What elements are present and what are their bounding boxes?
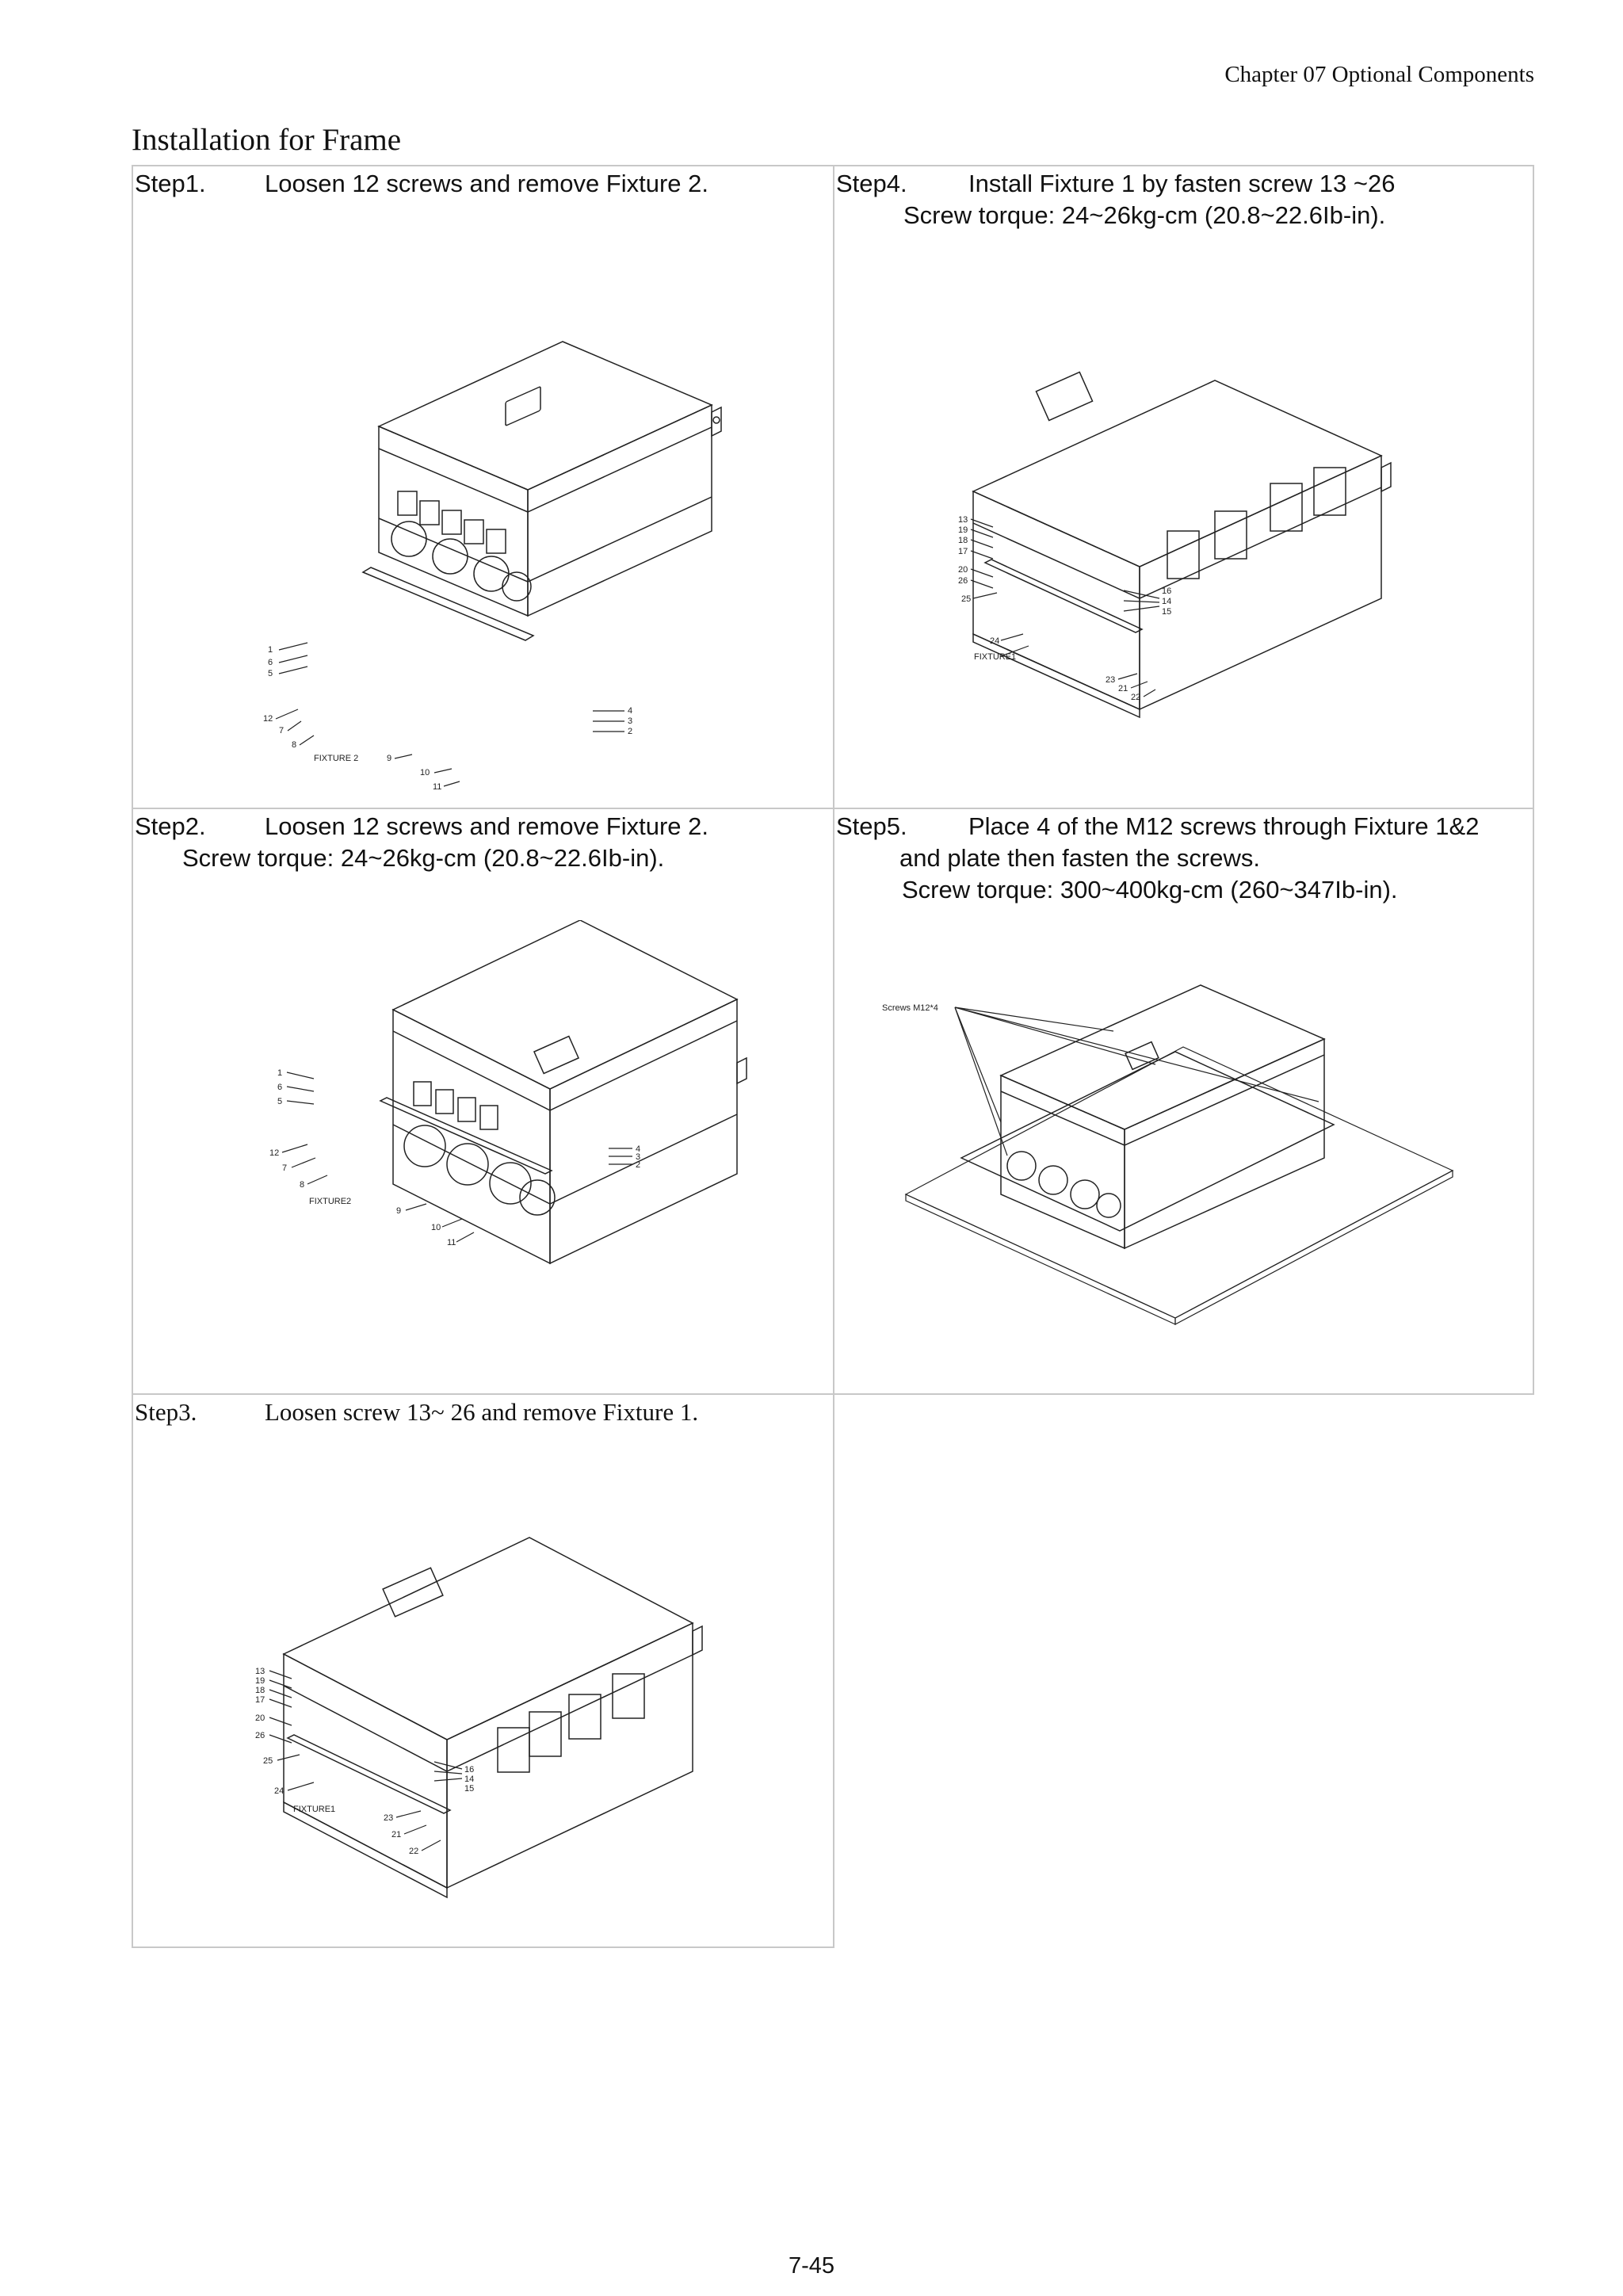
callout-label: 22 (1131, 693, 1140, 702)
step5-number: Step5. (836, 812, 907, 840)
callout-label: 8 (300, 1180, 304, 1190)
fixture-label: FIXTURE2 (309, 1197, 351, 1206)
callout-label: 15 (1162, 607, 1171, 617)
callout-label: 9 (387, 754, 391, 763)
callout-label: 12 (263, 714, 273, 724)
callout-label: 16 (464, 1765, 474, 1775)
step1-cell: Step1. Loosen 12 screws and remove Fixtu… (132, 165, 834, 809)
callout-label: 7 (282, 1163, 287, 1173)
callout-label: 14 (1162, 597, 1171, 606)
fixture-label: FIXTURE1 (974, 652, 1016, 662)
callout-label: 12 (269, 1148, 279, 1158)
callout-label: 18 (255, 1686, 265, 1695)
callout-label: 1 (277, 1068, 282, 1078)
step4-cell: Step4. Install Fixture 1 by fasten screw… (833, 165, 1534, 809)
step5-instruction-cont: and plate then fasten the screws. (899, 844, 1260, 872)
step3-cell: Step3. Loosen screw 13~ 26 and remove Fi… (132, 1393, 834, 1948)
callout-label: 19 (958, 525, 968, 535)
callout-label: 17 (255, 1695, 265, 1705)
fixture-label: FIXTURE1 (293, 1805, 335, 1814)
callout-label: 4 (636, 1144, 640, 1154)
step5-cell: Step5. Place 4 of the M12 screws through… (833, 808, 1534, 1395)
callout-label: 6 (268, 658, 273, 667)
callout-label: 1 (268, 645, 273, 655)
callout-label: 7 (279, 726, 284, 735)
callout-label: 24 (990, 636, 999, 646)
callout-label: 6 (277, 1083, 282, 1092)
step3-number: Step3. (135, 1398, 197, 1426)
step5-torque: Screw torque: 300~400kg-cm (260~347Ib-in… (902, 876, 1398, 904)
callout-label: 26 (958, 576, 968, 586)
callout-label: 21 (391, 1830, 401, 1839)
step3-instruction: Loosen screw 13~ 26 and remove Fixture 1… (265, 1398, 699, 1426)
callout-label: 5 (277, 1097, 282, 1106)
callout-label: 26 (255, 1731, 265, 1740)
step2-cell: Step2. Loosen 12 screws and remove Fixtu… (132, 808, 834, 1395)
callout-label: 9 (396, 1206, 401, 1216)
step1-number: Step1. (135, 170, 206, 197)
step2-torque: Screw torque: 24~26kg-cm (20.8~22.6Ib-in… (182, 844, 665, 872)
callout-label: 2 (636, 1160, 640, 1170)
callout-label: 5 (268, 669, 273, 678)
fixture-label: FIXTURE 2 (314, 754, 358, 763)
callout-label: 20 (958, 565, 968, 575)
callout-label: 25 (961, 594, 971, 604)
step4-figure: 13 19 18 17 20 26 25 16 14 15 24 23 21 2… (958, 371, 1392, 719)
section-title: Installation for Frame (132, 123, 402, 157)
callout-label: 22 (409, 1847, 418, 1856)
callout-label: 20 (255, 1713, 265, 1723)
callout-label: 24 (274, 1786, 284, 1796)
step1-instruction: Loosen 12 screws and remove Fixture 2. (265, 170, 708, 197)
callout-label: 13 (255, 1667, 265, 1676)
step4-instruction: Install Fixture 1 by fasten screw 13 ~26 (968, 170, 1396, 197)
step4-callouts: 13 19 18 17 20 26 25 16 14 15 24 23 21 2… (958, 515, 1171, 702)
step4-number: Step4. (836, 170, 907, 197)
step1-callouts: 1 6 5 12 7 8 4 3 2 9 10 11 FIXTURE 2 (263, 645, 632, 792)
callout-label: 14 (464, 1775, 474, 1784)
callout-label: 25 (263, 1756, 273, 1766)
step2-figure: 1 6 5 12 7 8 4 3 2 9 10 11 FIXTURE2 (269, 920, 747, 1265)
callout-label: 16 (1162, 586, 1171, 596)
callout-label: 15 (464, 1784, 474, 1794)
callout-label: 10 (431, 1223, 441, 1232)
callout-label: 23 (384, 1813, 393, 1823)
page-number: 7-45 (788, 2253, 835, 2279)
callout-label: 3 (628, 716, 632, 726)
callout-label: 17 (958, 547, 968, 556)
callout-label: 10 (420, 768, 430, 777)
callout-label: 4 (628, 706, 632, 716)
step3-callouts: 13 19 18 17 20 26 25 24 16 14 15 23 21 2… (255, 1667, 474, 1856)
callout-label: 8 (292, 740, 296, 750)
callout-label: 19 (255, 1676, 265, 1686)
step2-instruction: Loosen 12 screws and remove Fixture 2. (265, 812, 708, 840)
step4-torque: Screw torque: 24~26kg-cm (20.8~22.6Ib-in… (903, 201, 1386, 229)
step3-figure: 13 19 18 17 20 26 25 24 16 14 15 23 21 2… (255, 1537, 703, 1899)
callout-label: 11 (447, 1238, 456, 1247)
step5-figure: Screws M12*4 (882, 984, 1454, 1325)
callout-label: 11 (433, 782, 441, 792)
callout-label: 2 (628, 727, 632, 736)
callout-label: 3 (636, 1152, 640, 1162)
callout-label: 13 (958, 515, 968, 525)
screws-label: Screws M12*4 (882, 1003, 938, 1013)
installation-steps-table: Step1. Loosen 12 screws and remove Fixtu… (132, 165, 1534, 1948)
callout-label: 23 (1106, 675, 1115, 685)
step5-instruction: Place 4 of the M12 screws through Fixtur… (968, 812, 1480, 840)
step1-figure: 1 6 5 12 7 8 4 3 2 9 10 11 FIXTURE 2 (263, 341, 722, 792)
chapter-header: Chapter 07 Optional Components (1224, 62, 1534, 87)
step2-number: Step2. (135, 812, 206, 840)
callout-label: 21 (1118, 684, 1128, 693)
callout-label: 18 (958, 536, 968, 545)
step2-callouts: 1 6 5 12 7 8 4 3 2 9 10 11 FIXTURE2 (269, 1068, 640, 1247)
